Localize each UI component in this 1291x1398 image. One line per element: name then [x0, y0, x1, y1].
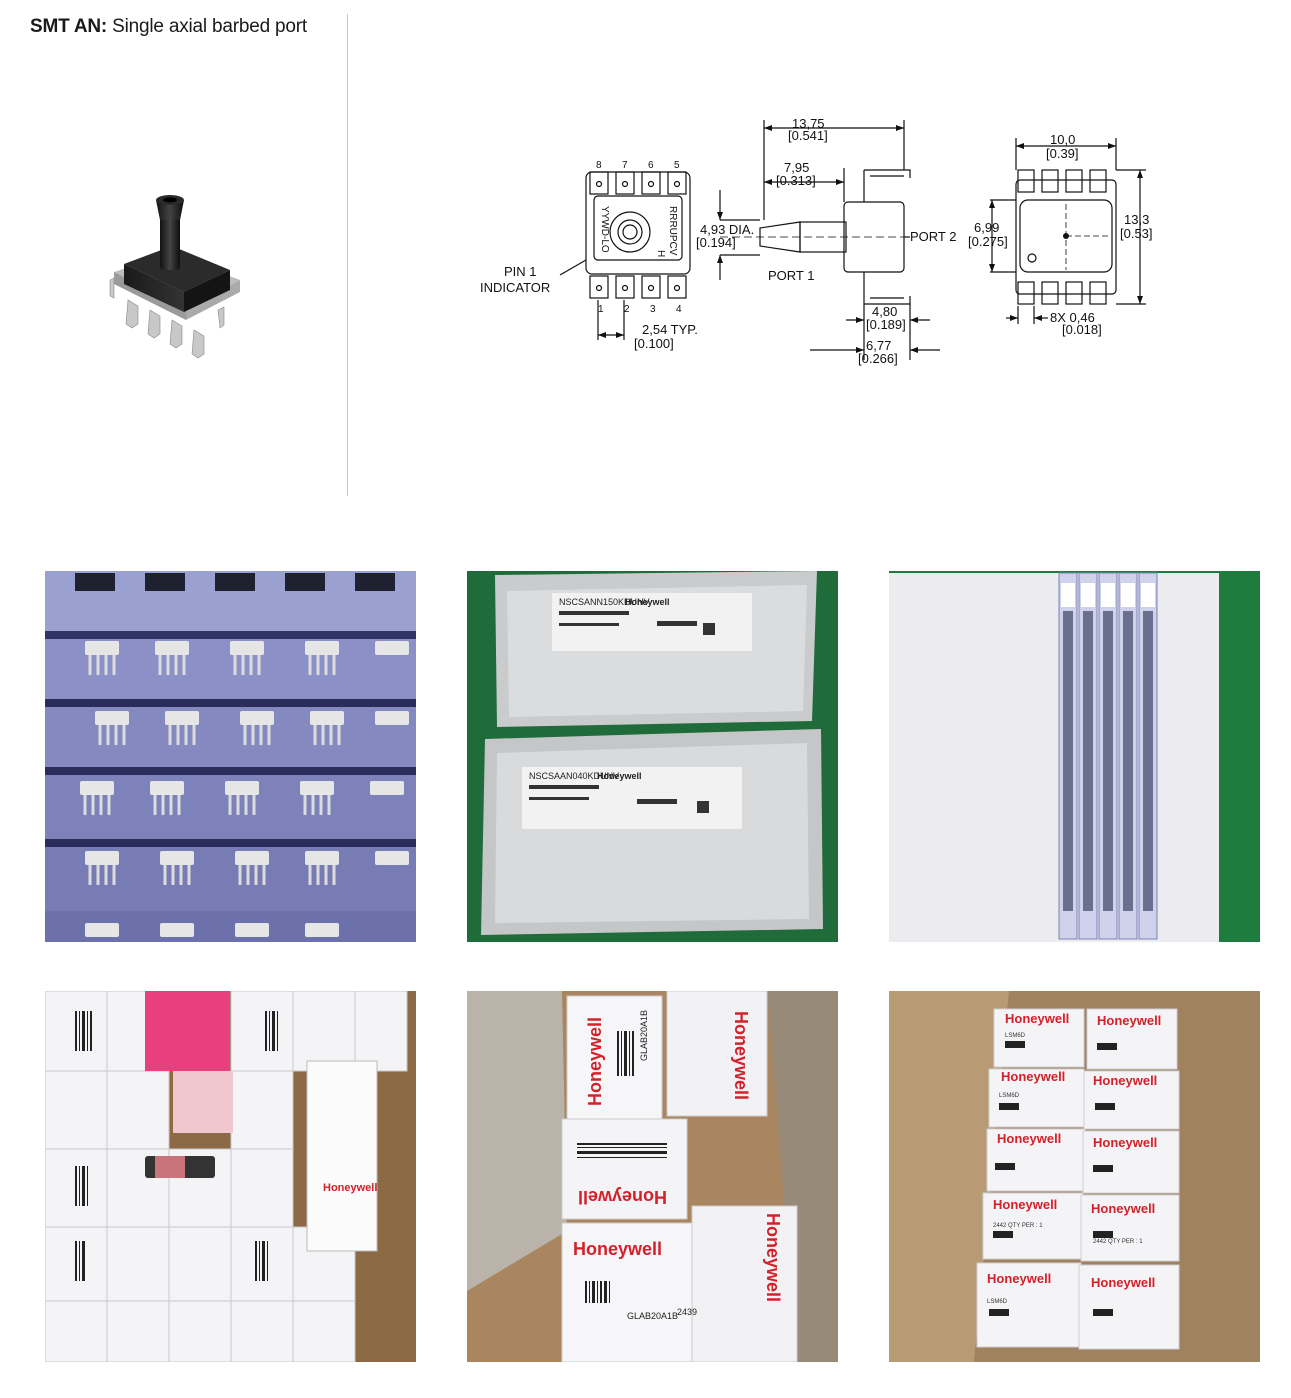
photo-honeywell-grid: Honeywell Honeywell Honeywell Honeywell … — [889, 991, 1260, 1362]
height-mm: 13,3 — [1124, 212, 1149, 227]
photo-honeywell-boxes: Honeywell Honeywell Honeywell Honeywell … — [467, 991, 838, 1362]
inner-height-in: [0.275] — [968, 234, 1008, 249]
grid-code-3: LSM6D — [987, 1299, 1008, 1305]
photo-packaged-bags: NSCSANN150KDUNV Honeywell NSCSAAN040KDUN… — [467, 571, 838, 942]
lead-size-mm: 8X 0,46 — [1050, 310, 1095, 325]
grid-brand-2: Honeywell — [1097, 1013, 1161, 1028]
grid-brand-3: Honeywell — [1001, 1069, 1065, 1084]
photo-box-pink-foam: Honeywell — [45, 991, 416, 1362]
box-brand-1: Honeywell — [585, 1017, 605, 1106]
overall-length-mm: 13,75 — [792, 116, 825, 131]
pin-label-2: 2 — [624, 304, 630, 315]
diameter-mm: 4,93 DIA. — [700, 222, 754, 237]
port2-label: PORT 2 — [910, 229, 956, 244]
box-brand-2: Honeywell — [731, 1011, 751, 1100]
bag-label-2: NSCSAAN040KDUNV — [529, 771, 619, 781]
width-in: [0.39] — [1046, 146, 1079, 161]
overall-length-in: [0.541] — [788, 128, 828, 143]
grid-brand-10: Honeywell — [1091, 1275, 1155, 1290]
pin-label-3: 3 — [650, 304, 656, 315]
grid-code-2: LSM6D — [999, 1093, 1020, 1099]
width-mm: 10,0 — [1050, 132, 1075, 147]
sensor-product-image — [100, 180, 260, 380]
pin1-label-line1: PIN 1 — [504, 264, 537, 279]
body-width-in: [0.189] — [866, 317, 906, 332]
box-brand-3: Honeywell — [578, 1187, 667, 1207]
pin-label-6: 6 — [648, 160, 654, 171]
vertical-divider — [347, 14, 348, 496]
bag-brand-1: Honeywell — [625, 597, 670, 607]
face-marking-3: YYWD-LO — [599, 206, 610, 253]
box-brand-4: Honeywell — [573, 1239, 662, 1259]
lead-size-in: [0.018] — [1062, 322, 1102, 337]
grid-brand-7: Honeywell — [993, 1197, 1057, 1212]
box-code-1: GLAB20A1B — [639, 1010, 649, 1061]
pin1-label-line2: INDICATOR — [480, 280, 550, 295]
port-length-in: [0.313] — [776, 173, 816, 188]
grid-qty-1: 2442 QTY PER : 1 — [993, 1223, 1043, 1229]
grid-brand-5: Honeywell — [997, 1131, 1061, 1146]
diameter-in: [0.194] — [696, 235, 736, 250]
bag-brand-2: Honeywell — [597, 771, 642, 781]
face-marking-1: RRRUPCV — [667, 206, 678, 256]
photo-tubes-white — [889, 571, 1260, 942]
pin-label-5: 5 — [674, 160, 680, 171]
dimension-drawing: 8 7 6 5 1 2 3 4 RRRUPCV H YYWD-LO PIN 1 … — [470, 110, 1170, 380]
box-brand-tall: Honeywell — [323, 1182, 377, 1194]
port1-label: PORT 1 — [768, 268, 814, 283]
box-brand-5: Honeywell — [763, 1213, 783, 1302]
face-marking-2: H — [655, 250, 666, 257]
grid-brand-4: Honeywell — [1093, 1073, 1157, 1088]
inner-height-mm: 6,99 — [974, 220, 999, 235]
section-title: SMT AN: Single axial barbed port — [30, 16, 307, 38]
grid-brand-1: Honeywell — [1005, 1011, 1069, 1026]
height-in: [0.53] — [1120, 226, 1153, 241]
box-code-2: GLAB20A1B — [627, 1311, 678, 1321]
pitch-mm: 2,54 TYP. — [642, 322, 698, 337]
port-length-mm: 7,95 — [784, 160, 809, 175]
pitch-in: [0.100] — [634, 336, 674, 351]
title-description: Single axial barbed port — [107, 16, 307, 37]
grid-qty-2: 2442 QTY PER : 1 — [1093, 1239, 1143, 1245]
title-bold: SMT AN: — [30, 16, 108, 37]
photo-sensor-tubes — [45, 571, 416, 942]
pin-label-4: 4 — [676, 304, 682, 315]
pin-label-8: 8 — [596, 160, 602, 171]
box-num-1: 2439 — [677, 1307, 697, 1317]
bag-label-1: NSCSANN150KDUNV — [559, 597, 650, 607]
grid-code-1: LSM6D — [1005, 1033, 1026, 1039]
grid-brand-8: Honeywell — [1091, 1201, 1155, 1216]
grid-brand-6: Honeywell — [1093, 1135, 1157, 1150]
lead-width-mm: 6,77 — [866, 338, 891, 353]
pin-label-1: 1 — [598, 304, 604, 315]
lead-width-in: [0.266] — [858, 351, 898, 366]
pin-label-7: 7 — [622, 160, 628, 171]
body-width-mm: 4,80 — [872, 304, 897, 319]
grid-brand-9: Honeywell — [987, 1271, 1051, 1286]
